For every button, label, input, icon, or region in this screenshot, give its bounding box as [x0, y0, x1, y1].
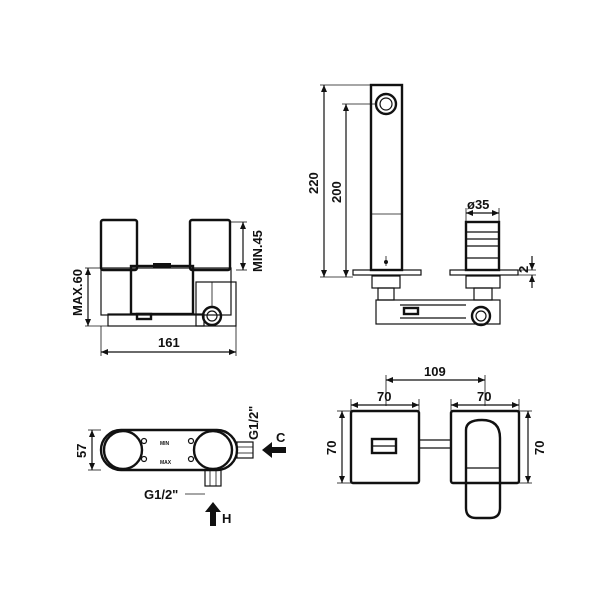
- cold-inlet-fitting: [236, 441, 254, 459]
- spout-outlet-outer: [374, 92, 398, 116]
- d35-label: ø35: [467, 197, 489, 212]
- inlet-ring-outer: [201, 305, 223, 327]
- body-bar: [375, 299, 501, 325]
- inlet-ring-inner-side: [475, 310, 487, 322]
- plates-view: 109 70 70 70 70: [324, 364, 547, 520]
- body-left: [99, 218, 139, 272]
- right-plate: [449, 409, 521, 485]
- top-nut: [153, 263, 171, 268]
- front-view: MAX.60 MIN.45 161: [70, 218, 265, 356]
- body-right: [188, 218, 232, 272]
- h220-label: 220: [306, 172, 321, 194]
- h70a-label: 70: [324, 441, 339, 455]
- spout-flange: [352, 269, 422, 276]
- t2-label: 2: [516, 266, 531, 273]
- plan-view: MIN MAX 57 G1/2" G1/2" C H: [74, 406, 286, 526]
- g12-top-label: G1/2": [246, 406, 261, 440]
- handle-neck: [465, 275, 501, 289]
- connection-box: [195, 281, 237, 327]
- inlet-ring-inner: [206, 310, 218, 322]
- g12-bottom-label: G1/2": [144, 487, 178, 502]
- cold-label: C: [276, 430, 286, 445]
- plan-right-port: [192, 429, 234, 471]
- h200-label: 200: [329, 181, 344, 203]
- spout-column: [369, 83, 404, 272]
- lever-handle: [464, 418, 502, 520]
- left-plate: [349, 409, 421, 485]
- base-clip: [135, 312, 153, 321]
- spout-neck: [371, 275, 401, 289]
- h57-label: 57: [74, 444, 89, 458]
- plan-left-port: [102, 429, 144, 471]
- hot-arrow-icon: [205, 502, 221, 526]
- min45-label: MIN.45: [250, 230, 265, 272]
- w109-label: 109: [424, 364, 446, 379]
- w70b-label: 70: [477, 389, 491, 404]
- hot-inlet-fitting: [204, 469, 222, 487]
- central-housing: [129, 264, 195, 316]
- w161-label: 161: [158, 335, 180, 350]
- spout-outlet-inner: [379, 97, 393, 111]
- inlet-ring-outer-side: [470, 305, 492, 327]
- cold-arrow-icon: [262, 442, 286, 458]
- max-mark: MAX: [160, 460, 172, 466]
- min-mark: MIN: [160, 441, 170, 447]
- hot-label: H: [222, 511, 231, 526]
- max60-label: MAX.60: [70, 269, 85, 316]
- side-view: 220 200 ø35 2: [306, 83, 536, 327]
- h70b-label: 70: [532, 441, 547, 455]
- base-strip: [107, 313, 205, 327]
- w70a-label: 70: [377, 389, 391, 404]
